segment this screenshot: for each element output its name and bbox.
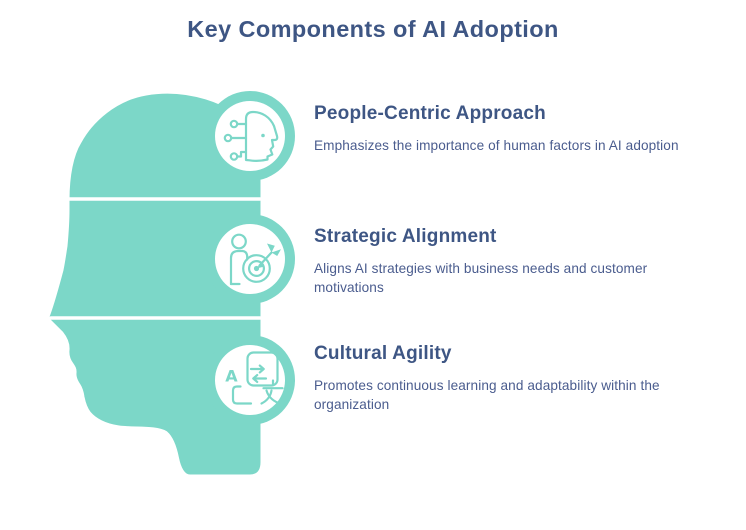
section-heading: People-Centric Approach	[314, 103, 546, 124]
section-heading: Cultural Agility	[314, 343, 452, 364]
section-cultural-agility: Cultural Agility Promotes continuous lea…	[314, 343, 686, 415]
section-description: Aligns AI strategies with business needs…	[314, 261, 648, 296]
ai-head-icon	[223, 110, 279, 162]
page-title: Key Components of AI Adoption	[187, 16, 559, 42]
section-description: Promotes continuous learning and adaptab…	[314, 378, 660, 413]
section-strategic-alignment: Strategic Alignment Aligns AI strategies…	[314, 226, 686, 298]
section-people-centric: People-Centric Approach Emphasizes the i…	[314, 103, 686, 155]
icon-disc-2	[215, 224, 285, 294]
strategic-target-icon	[229, 233, 281, 286]
section-description: Emphasizes the importance of human facto…	[314, 138, 679, 153]
section-heading: Strategic Alignment	[314, 226, 497, 247]
letter-a-glyph: A	[225, 367, 238, 386]
translation-icon: A	[225, 351, 284, 406]
